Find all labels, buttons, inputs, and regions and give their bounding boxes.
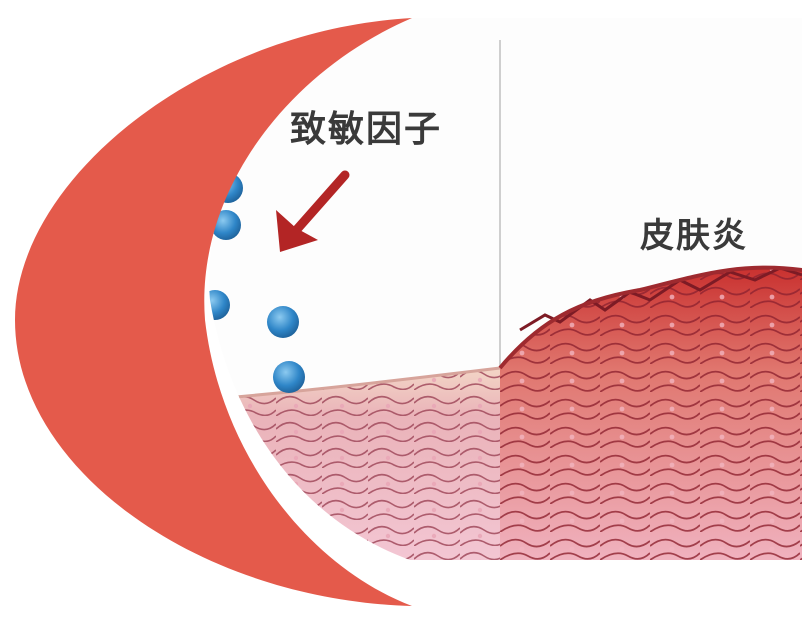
- dermatitis-label: 皮肤炎: [640, 208, 802, 257]
- allergen-label: 致敏因子: [290, 100, 442, 152]
